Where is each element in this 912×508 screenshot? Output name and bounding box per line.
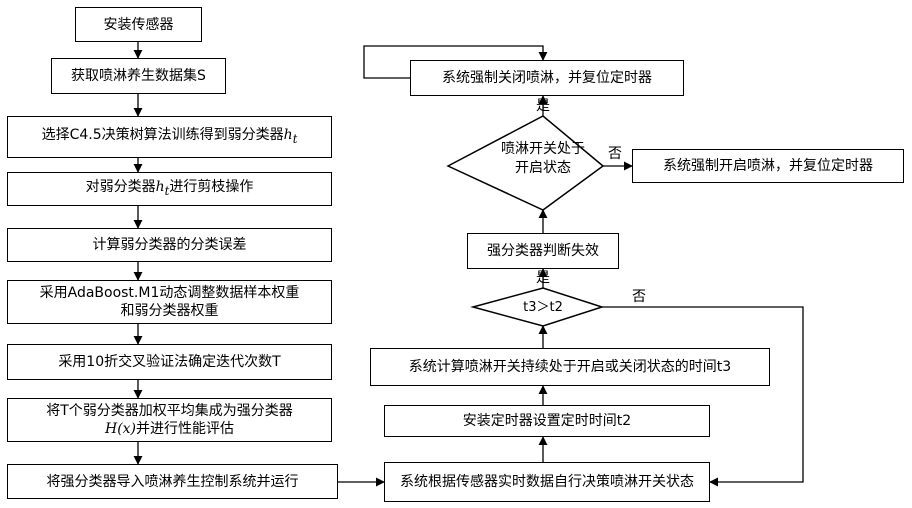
box-calc-time-label: 系统计算喷淋开关持续处于开启或关闭状态的时间t3 [409, 358, 731, 376]
step-import-run-label: 将强分类器导入喷淋养生控制系统并运行 [47, 473, 299, 491]
step-train-c45-label: 选择C4.5决策树算法训练得到弱分类器ht [42, 126, 298, 148]
t-subscript: t [293, 132, 298, 146]
hx-symbol: H(x) [105, 421, 136, 437]
step-prune-text: 对弱分类器 [86, 179, 156, 195]
step-adaboost: 采用AdaBoost.M1动态调整数据样本权重和弱分类器权重 [7, 280, 332, 324]
step-ensemble-line2: H(x)并进行性能评估 [105, 420, 234, 438]
step-train-c45: 选择C4.5决策树算法训练得到弱分类器ht [7, 116, 332, 158]
box-decide: 系统根据传感器实时数据自行决策喷淋开关状态 [384, 462, 710, 502]
box-classifier-fail-label: 强分类器判断失效 [487, 242, 599, 260]
box-force-open-label: 系统强制开启喷淋，并复位定时器 [663, 157, 873, 175]
label-no-1: 否 [632, 289, 646, 305]
step-cross-validation: 采用10折交叉验证法确定迭代次数T [7, 344, 332, 380]
h-symbol: h [284, 127, 293, 143]
box-calc-time: 系统计算喷淋开关持续处于开启或关闭状态的时间t3 [370, 348, 770, 386]
step-cross-validation-label: 采用10折交叉验证法确定迭代次数T [58, 353, 280, 371]
step-calc-error: 计算弱分类器的分类误差 [7, 228, 332, 262]
step-install-sensor: 安装传感器 [75, 7, 202, 42]
step-adaboost-label: 采用AdaBoost.M1动态调整数据样本权重和弱分类器权重 [36, 284, 303, 320]
label-yes-1: 是 [536, 270, 550, 286]
step-calc-error-label: 计算弱分类器的分类误差 [93, 236, 247, 254]
step-get-dataset: 获取喷淋养生数据集S [51, 58, 226, 94]
label-no-2: 否 [608, 146, 622, 162]
step-get-dataset-label: 获取喷淋养生数据集S [71, 67, 206, 85]
label-yes-2: 是 [536, 98, 550, 114]
step-ensemble-tail: 并进行性能评估 [136, 421, 234, 437]
step-import-run: 将强分类器导入喷淋养生控制系统并运行 [7, 464, 338, 499]
box-timer-label: 安装定时器设置定时时间t2 [463, 412, 631, 430]
box-force-open: 系统强制开启喷淋，并复位定时器 [632, 149, 904, 183]
box-decide-label: 系统根据传感器实时数据自行决策喷淋开关状态 [400, 473, 694, 491]
box-force-close-label: 系统强制关闭喷淋，并复位定时器 [442, 69, 652, 87]
step-ensemble-line1: 将T个弱分类器加权平均集成为强分类器 [46, 402, 293, 420]
box-classifier-fail: 强分类器判断失效 [467, 233, 619, 269]
step-prune-tail: 进行剪枝操作 [169, 179, 253, 195]
arrow-no1 [602, 307, 803, 482]
step-install-sensor-label: 安装传感器 [104, 16, 174, 34]
h-symbol-2: h [156, 179, 165, 195]
box-force-close: 系统强制关闭喷淋，并复位定时器 [410, 60, 684, 96]
step-prune-label: 对弱分类器ht进行剪枝操作 [86, 178, 254, 200]
box-timer: 安装定时器设置定时时间t2 [384, 405, 710, 437]
condition-t3-t2: t3＞t2 [503, 300, 583, 316]
step-prune: 对弱分类器ht进行剪枝操作 [7, 172, 332, 206]
step-ensemble: 将T个弱分类器加权平均集成为强分类器 H(x)并进行性能评估 [7, 398, 332, 442]
step-train-c45-text: 选择C4.5决策树算法训练得到弱分类器 [42, 127, 284, 143]
condition-spray-on: 喷淋开关处于开启状态 [495, 140, 591, 178]
